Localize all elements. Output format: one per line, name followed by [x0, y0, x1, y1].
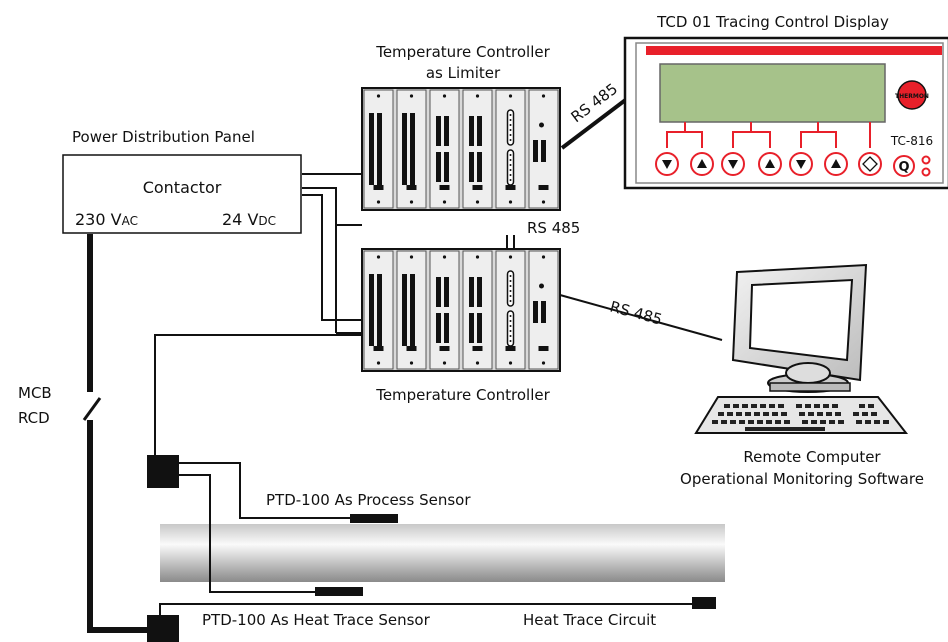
svg-text:Q: Q: [898, 160, 909, 175]
rack-module: [429, 250, 460, 370]
arrow-down-button[interactable]: [655, 152, 679, 176]
process-sensor-label: PTD-100 As Process Sensor: [266, 491, 471, 509]
rack-module: [363, 250, 394, 370]
lcd-screen: [659, 63, 886, 123]
power-distribution-panel: [62, 154, 302, 234]
dc-voltage-label: 24 VDC: [222, 210, 276, 229]
rack-module: [528, 250, 559, 370]
junction-box-sensors: [147, 455, 179, 488]
status-led-2: [921, 167, 931, 177]
wiring: [154, 173, 723, 626]
heat-trace-end: [692, 597, 716, 609]
power-panel-label: Power Distribution Panel: [72, 128, 255, 146]
arrow-up-button[interactable]: [824, 152, 848, 176]
rack-module: [462, 250, 493, 370]
breaker-gap: [80, 380, 100, 428]
heat-trace-sensor-label: PTD-100 As Heat Trace Sensor: [202, 611, 431, 629]
arrow-up-button[interactable]: [758, 152, 782, 176]
process-sensor-probe: [350, 514, 398, 523]
rcd-label: RCD: [18, 409, 50, 427]
controller-label: Temperature Controller: [375, 386, 550, 404]
heat-trace-circuit-label: Heat Trace Circuit: [523, 611, 656, 629]
rs485-display-link: [560, 90, 638, 150]
q-button[interactable]: [893, 155, 915, 177]
breaker-switch-icon: [82, 397, 102, 421]
rack-module: [495, 89, 526, 209]
limiter-title-line1: Temperature Controller: [375, 43, 550, 61]
thermon-logo: [897, 80, 927, 110]
rack-module: [396, 89, 427, 209]
arrow-down-button[interactable]: [721, 152, 745, 176]
tcd-display-unit: THERMON TC-816 Q: [623, 36, 948, 190]
heavy-wiring: [87, 234, 148, 633]
status-led-1: [921, 155, 931, 165]
rs485-display-label: RS 485: [568, 80, 621, 126]
process-pipe: [160, 524, 725, 582]
display-red-band: [646, 46, 942, 55]
temperature-controller-rack: [361, 248, 561, 372]
rack-module: [429, 89, 460, 209]
display-model-label: TC-816: [890, 134, 933, 148]
rs485-computer-label: RS 485: [608, 297, 664, 328]
junction-box-power: [147, 615, 179, 642]
temperature-controller-limiter-rack: [361, 87, 561, 211]
rack-module: [495, 250, 526, 370]
tcd-display-label: TCD 01 Tracing Control Display: [656, 13, 889, 31]
ac-voltage-label: 230 VAC: [75, 210, 138, 229]
heat-trace-sensor-probe: [315, 587, 363, 596]
remote-computer-label: Remote Computer: [743, 448, 881, 466]
rack-module: [363, 89, 394, 209]
rack-module: [396, 250, 427, 370]
rs485-between-label: RS 485: [527, 219, 580, 237]
remote-computer-icon: [694, 263, 909, 434]
contactor-label: Contactor: [143, 178, 222, 197]
diamond-button[interactable]: [858, 152, 882, 176]
svg-text:THERMON: THERMON: [895, 93, 929, 100]
limiter-title-line2: as Limiter: [426, 64, 501, 82]
rack-module: [528, 89, 559, 209]
arrow-up-button[interactable]: [690, 152, 714, 176]
arrow-down-button[interactable]: [789, 152, 813, 176]
rack-module: [462, 89, 493, 209]
mcb-label: MCB: [18, 384, 52, 402]
monitoring-software-label: Operational Monitoring Software: [680, 470, 924, 488]
